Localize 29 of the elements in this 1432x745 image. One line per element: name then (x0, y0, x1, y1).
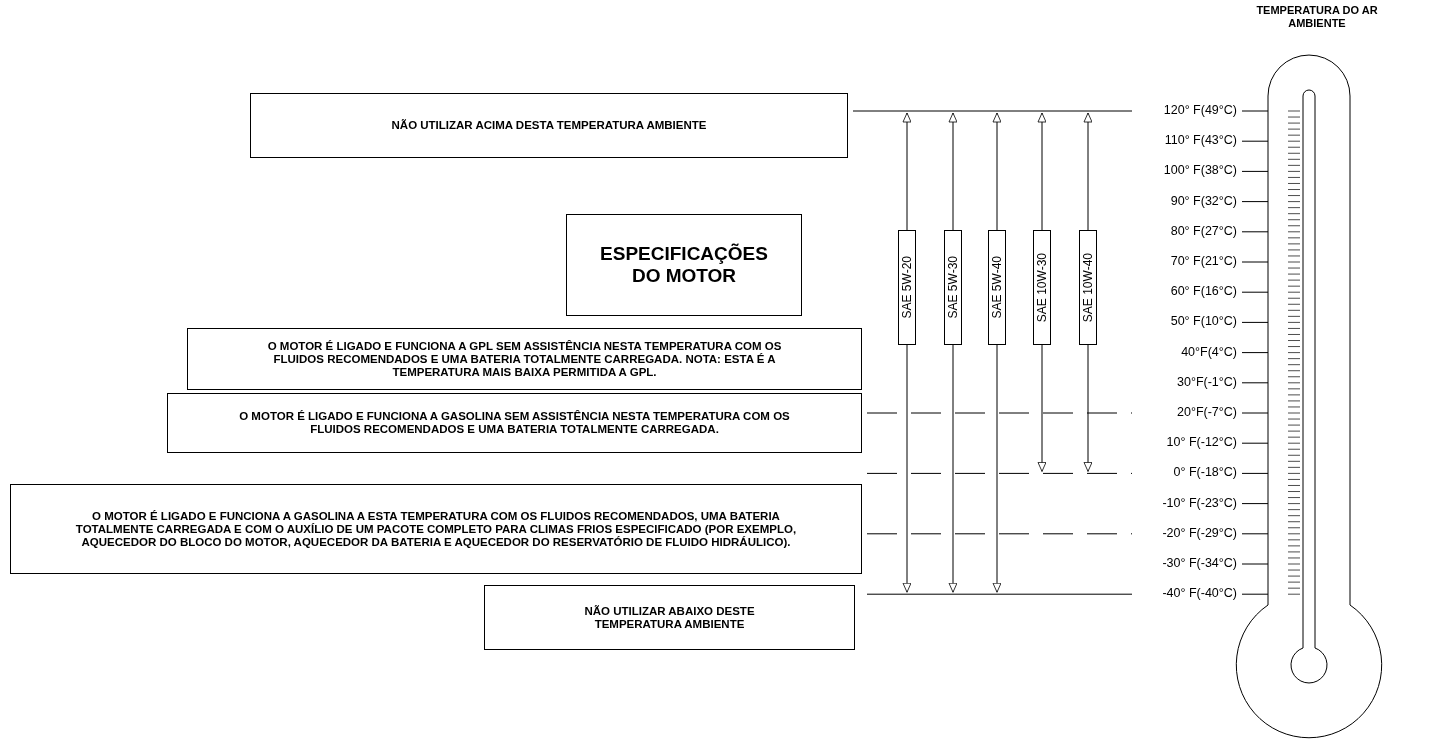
oil-grade-label: SAE 5W-30 (944, 230, 962, 345)
temperature-label: 90° F(32°C) (1170, 193, 1237, 208)
title-text: TEMPERATURA DO AR AMBIENTE (1255, 4, 1379, 30)
note-box: O MOTOR É LIGADO E FUNCIONA A GASOLINA SEM ASSISTÊNCIA NESTA TEMPERATURA COM OS FLUIDOS RECOMENDADOS E UMA BATERIA TOTALMENTE CARREGADA. (167, 393, 862, 453)
temperature-label: -30° F(-34°C) (1162, 556, 1237, 570)
note-box: O MOTOR É LIGADO E FUNCIONA A GPL SEM ASSISTÊNCIA NESTA TEMPERATURA COM OS FLUIDOS RECOMENDADOS E UMA BATERIA TOTALMENTE CARREGADA. NOTA: ESTA É A TEMPERATURA MAIS BAIXA PERMITIDA A GPL. (187, 328, 862, 390)
temperature-label: 80° F(27°C) (1170, 223, 1237, 238)
oil-grade-label: SAE 5W-40 (988, 230, 1006, 345)
temperature-label: -10° F(-23°C) (1162, 495, 1237, 510)
temperature-label: 30°F(-1°C) (1177, 374, 1237, 389)
oil-grade-label: SAE 10W-30 (1033, 230, 1051, 345)
note-box: NÃO UTILIZAR ACIMA DESTA TEMPERATURA AMBIENTE (250, 93, 848, 158)
oil-grade-label: SAE 5W-20 (898, 230, 916, 345)
temperature-label: -20° F(-29°C) (1162, 525, 1237, 540)
temperature-label: 110° F(43°C) (1164, 133, 1237, 148)
oil-grade-label: SAE 10W-40 (1079, 230, 1097, 345)
note-box: NÃO UTILIZAR ABAIXO DESTE TEMPERATURA AMBIENTE (484, 585, 855, 650)
note-box: O MOTOR É LIGADO E FUNCIONA A GASOLINA A ESTA TEMPERATURA COM OS FLUIDOS RECOMENDADOS, UMA BATERIA TOTALMENTE CARREGADA E COM O AUXÍLIO DE UM PACOTE COMPLETO PARA CLIMAS FRIOS ESPECIFICADO (POR EXEMPLO, AQUECEDOR DO BLOCO DO MOTOR, AQUECEDOR DA BATERIA E AQUECEDOR DO RESERVATÓRIO DE FLUIDO HIDRÁULICO). (10, 484, 862, 574)
heading-box: ESPECIFICAÇÕES DO MOTOR (566, 214, 802, 316)
temperature-label: 10° F(-12°C) (1166, 435, 1237, 450)
temperature-label: 100° F(38°C) (1163, 163, 1237, 178)
temperature-label: 70° F(21°C) (1170, 254, 1237, 268)
temperature-label: 120° F(49°C) (1163, 103, 1237, 117)
temperature-label: 20°F(-7°C) (1177, 405, 1237, 419)
temperature-label: 0° F(-18°C) (1173, 465, 1237, 480)
temperature-label: 60° F(16°C) (1170, 284, 1237, 299)
temperature-label: 40°F(4°C) (1181, 344, 1237, 359)
temperature-label: -40° F(-40°C) (1162, 586, 1237, 601)
temperature-label: 50° F(10°C) (1170, 314, 1237, 329)
